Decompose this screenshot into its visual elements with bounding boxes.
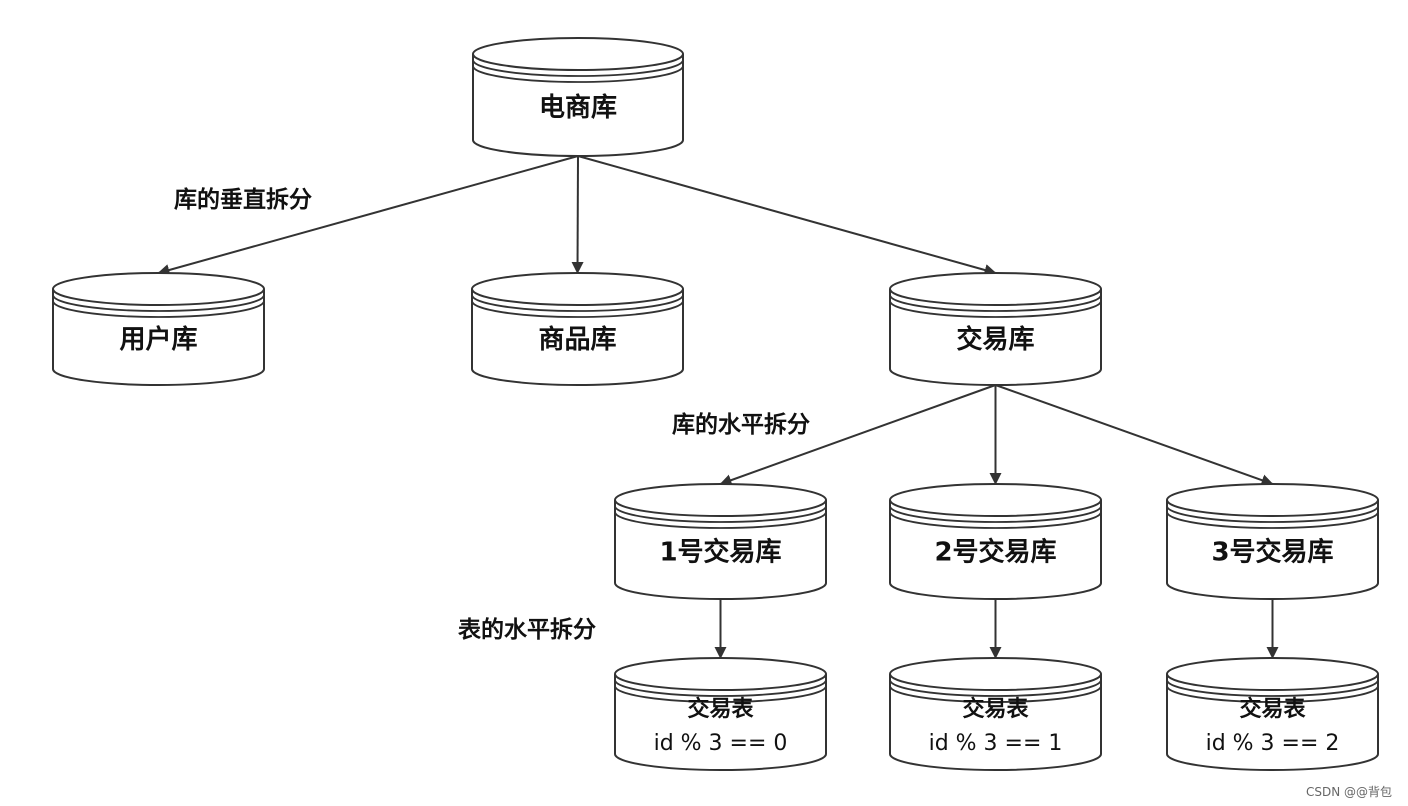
cylinder-top: [889, 272, 1102, 306]
cylinder-rim: [889, 505, 1102, 523]
node-condition: id % 3 == 0: [654, 731, 788, 756]
cylinder-body: [471, 289, 684, 386]
edges: [157, 155, 1279, 659]
cylinder-rim: [614, 685, 827, 703]
cylinder-top: [889, 483, 1102, 517]
db-node-table3: 交易表 id % 3 == 2: [1166, 657, 1379, 771]
db-node-table1: 交易表 id % 3 == 0: [614, 657, 827, 771]
vertical-split-label: 库的垂直拆分: [174, 186, 312, 213]
node-label: 1号交易库: [659, 537, 781, 568]
cylinder-body: [889, 500, 1102, 600]
cylinder-top: [52, 272, 265, 306]
db-node-trade2: 2号交易库: [889, 483, 1102, 600]
cylinder-body: [614, 500, 827, 600]
cylinder-rim: [472, 65, 684, 83]
node-label: 2号交易库: [934, 537, 1056, 568]
cylinder-rim: [889, 511, 1102, 529]
node-label: 交易表: [962, 696, 1029, 722]
edge-root-to-users: [157, 155, 579, 276]
cylinder-top: [889, 657, 1102, 691]
node-label: 交易表: [1239, 696, 1306, 722]
cylinder-top: [614, 657, 827, 691]
node-label: 交易表: [687, 696, 754, 722]
cylinder-body: [52, 289, 265, 386]
node-label: 用户库: [119, 324, 197, 355]
db-node-goods: 商品库: [471, 272, 684, 386]
node-condition: id % 3 == 1: [929, 731, 1063, 756]
cylinder-rim: [1166, 685, 1379, 703]
cylinder-body: [1166, 500, 1379, 600]
horizontal-table-split-label: 表的水平拆分: [458, 616, 596, 643]
cylinder-rim: [889, 300, 1102, 318]
db-node-trade1: 1号交易库: [614, 483, 827, 600]
cylinder-rim: [52, 294, 265, 312]
edge-root-to-goods: [571, 155, 584, 274]
node-label: 电商库: [539, 92, 617, 123]
cylinder-body: [1166, 674, 1379, 771]
cylinder-body: [889, 289, 1102, 386]
node-condition: id % 3 == 2: [1206, 731, 1340, 756]
cylinder-rim: [614, 679, 827, 697]
db-node-root: 电商库: [472, 37, 684, 157]
cylinder-top: [472, 37, 684, 71]
cylinder-top: [614, 483, 827, 517]
node-label: 商品库: [538, 324, 616, 355]
db-node-trade: 交易库: [889, 272, 1102, 386]
edge-trade-to-trade1: [719, 384, 996, 486]
db-node-table2: 交易表 id % 3 == 1: [889, 657, 1102, 771]
edge-root-to-trade: [577, 155, 997, 276]
cylinder-rim: [52, 300, 265, 318]
cylinder-rim: [471, 300, 684, 318]
cylinder-body: [889, 674, 1102, 771]
horizontal-db-split-label: 库的水平拆分: [672, 411, 810, 438]
cylinder-rim: [614, 511, 827, 529]
watermark: CSDN @@背包: [1306, 785, 1392, 799]
db-node-users: 用户库: [52, 272, 265, 386]
db-node-trade3: 3号交易库: [1166, 483, 1379, 600]
cylinder-rim: [889, 294, 1102, 312]
cylinder-rim: [472, 59, 684, 77]
cylinder-body: [614, 674, 827, 771]
node-label: 交易库: [956, 324, 1034, 355]
cylinder-top: [1166, 657, 1379, 691]
node-label: 3号交易库: [1211, 537, 1333, 568]
cylinder-rim: [1166, 505, 1379, 523]
cylinder-rim: [889, 679, 1102, 697]
cylinder-top: [471, 272, 684, 306]
cylinder-rim: [1166, 679, 1379, 697]
cylinder-top: [1166, 483, 1379, 517]
cylinder-rim: [614, 505, 827, 523]
cylinder-rim: [1166, 511, 1379, 529]
cylinder-rim: [889, 685, 1102, 703]
edge-trade-to-trade3: [995, 384, 1274, 486]
cylinder-rim: [471, 294, 684, 312]
